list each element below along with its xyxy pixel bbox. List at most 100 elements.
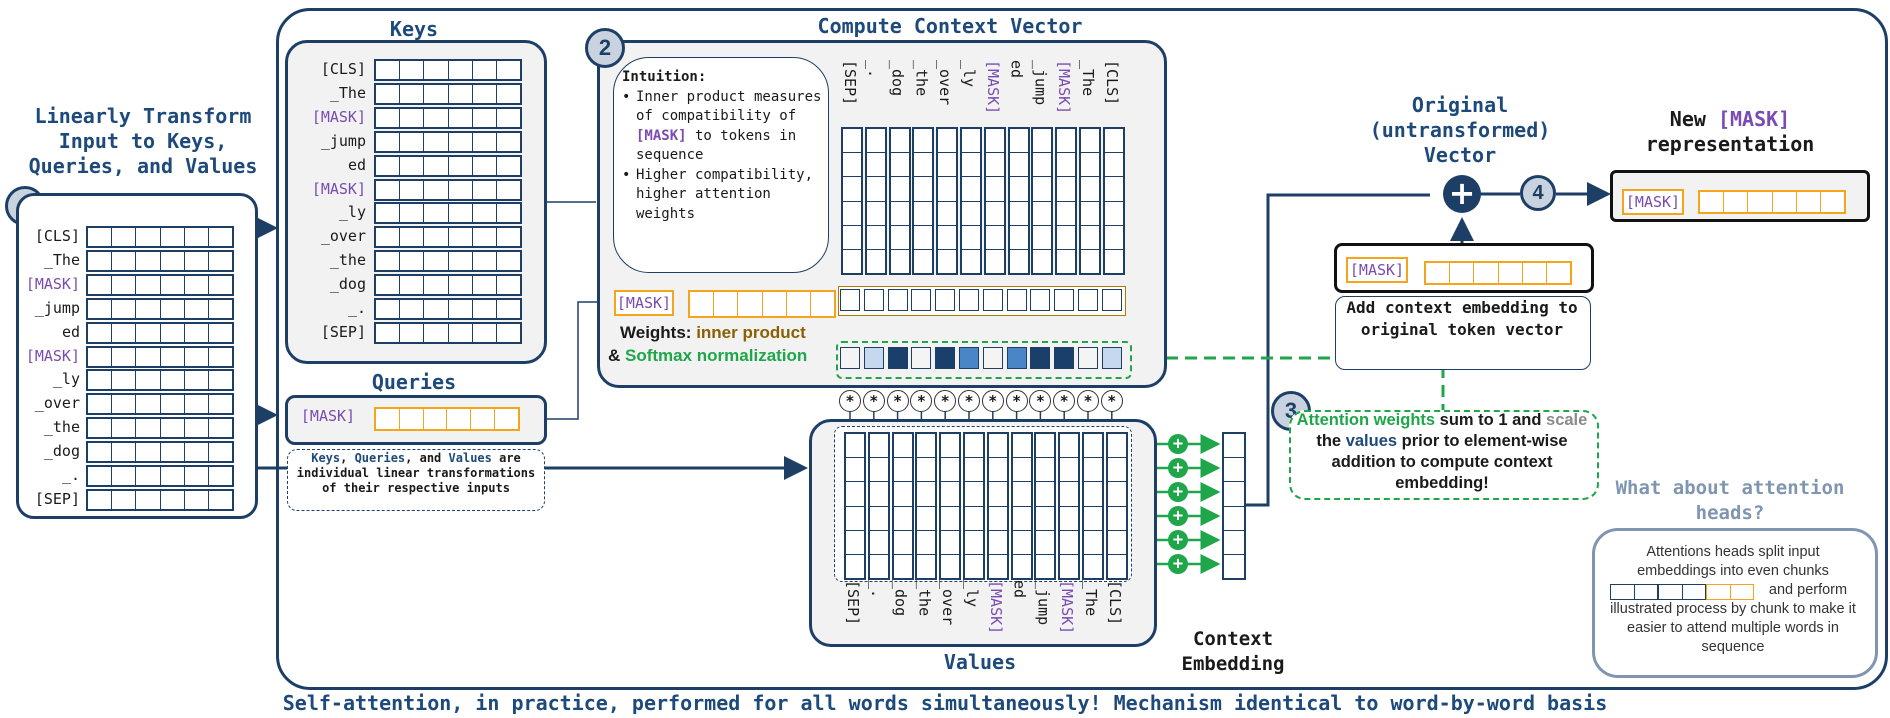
- dot-product-cell: [1101, 289, 1122, 311]
- compute-key-column: [1055, 127, 1078, 275]
- input-token-label: [CLS]: [34, 227, 80, 245]
- value-column: [1058, 432, 1081, 580]
- intuition-text: Intuition: •Inner product measures of co…: [622, 68, 822, 224]
- compute-key-column: [936, 127, 959, 275]
- footer-text: Self-attention, in practice, performed f…: [282, 691, 1608, 715]
- heads-chunk-3: [1706, 584, 1754, 600]
- key-token-label: _ly: [338, 203, 366, 222]
- input-token-vector: [86, 465, 234, 487]
- value-column: [1105, 432, 1128, 580]
- input-token-vector: [86, 393, 234, 416]
- intuition-bubble: [613, 57, 829, 273]
- weights-label-line2: & Softmax normalization: [608, 345, 807, 367]
- key-token-label: _the: [329, 251, 366, 270]
- compute-key-label: _dog: [888, 60, 907, 97]
- dot-product-cell: [959, 289, 979, 311]
- multiply-icon: *: [1100, 390, 1123, 412]
- compute-key-label: _the: [912, 60, 931, 97]
- kqv-comma2: , and: [405, 451, 449, 465]
- key-token-vector: [374, 59, 522, 81]
- weights-label-line1: Weights: inner product: [620, 322, 806, 344]
- key-token-vector: [374, 202, 522, 225]
- new-mask-pre: New: [1669, 107, 1718, 131]
- weights-softmax: Softmax normalization: [625, 346, 808, 365]
- weights-amp: &: [608, 346, 625, 365]
- left-title: Linearly Transform Input to Keys, Querie…: [28, 104, 258, 178]
- heads-chunk-2: [1658, 584, 1706, 600]
- input-token-label: _dog: [43, 442, 80, 461]
- key-token-vector: [374, 106, 522, 129]
- value-token-label: [SEP]: [844, 580, 862, 626]
- queries-vector: [374, 407, 520, 431]
- dot-product-cell: [982, 289, 1003, 311]
- key-token-vector: [374, 274, 522, 297]
- compute-key-label: [CLS]: [1102, 60, 1121, 106]
- weights-inner: inner product: [696, 323, 806, 342]
- compute-key-column: [960, 127, 982, 275]
- new-mask-post: representation: [1645, 132, 1815, 156]
- step3-scale: scale: [1546, 411, 1588, 429]
- new-mask-tag: [MASK]: [1622, 189, 1684, 215]
- dot-product-cell: [1054, 289, 1075, 311]
- step-2-badge: 2: [585, 28, 625, 68]
- value-token-label: _dog: [891, 580, 910, 617]
- add-context-box: [1335, 296, 1591, 370]
- key-token-vector: [374, 82, 522, 105]
- kqv-keys: Keys: [311, 451, 341, 465]
- original-token-vector: [1424, 261, 1572, 285]
- intuition-b1b: to tokens in sequence: [636, 127, 797, 164]
- input-token-label: _jump: [34, 298, 80, 317]
- attention-weight-cell: [1101, 347, 1122, 369]
- kqv-queries: Queries: [354, 451, 406, 465]
- input-token-label: _over: [34, 394, 80, 413]
- compute-key-label: ed: [1007, 60, 1026, 79]
- step3-values: values: [1345, 432, 1398, 450]
- step3-t3: prior to element-wise addition to comput…: [1331, 432, 1568, 492]
- value-column: [986, 432, 1009, 580]
- attention-weight-cell: [1006, 347, 1027, 369]
- attention-weight-cell: [982, 347, 1003, 369]
- key-token-label: [MASK]: [311, 107, 366, 126]
- attention-weight-cell: [1054, 347, 1075, 369]
- input-token-label: [MASK]: [25, 274, 80, 293]
- compute-key-column: [1031, 127, 1054, 275]
- attention-weight-cell: [863, 347, 884, 369]
- keys-title: Keys: [389, 17, 439, 41]
- new-mask-mask: [MASK]: [1717, 107, 1791, 131]
- plus-icon: +: [1168, 434, 1188, 454]
- multiply-icon: *: [934, 390, 957, 412]
- attention-weight-cell: [887, 347, 908, 369]
- plus-icon: +: [1168, 554, 1188, 574]
- queries-title: Queries: [371, 370, 457, 394]
- compute-query-vector: [688, 290, 836, 318]
- intuition-b1a: Inner product measures of compatibility …: [636, 88, 822, 125]
- key-token-label: _.: [347, 299, 366, 317]
- compute-key-label: [MASK]: [983, 60, 1002, 115]
- key-token-vector: [374, 130, 522, 153]
- value-column: [939, 432, 962, 580]
- value-column: [1082, 432, 1104, 580]
- plus-icon: +: [1168, 482, 1188, 502]
- context-embedding-label: Context Embedding: [1181, 628, 1285, 675]
- dot-product-cell: [911, 289, 932, 311]
- input-token-vector: [86, 369, 234, 392]
- multiply-icon: *: [1077, 390, 1099, 412]
- value-token-label: [MASK]: [986, 580, 1005, 635]
- input-token-vector: [86, 488, 234, 511]
- key-token-vector: [374, 226, 522, 249]
- key-token-vector: [374, 250, 522, 273]
- heads-answer-2: and perform illustrated process by chunk…: [1610, 582, 1856, 655]
- context-embedding-vector: [1222, 432, 1246, 580]
- input-token-label: [SEP]: [34, 489, 80, 508]
- compute-key-column: [841, 127, 863, 275]
- add-context-text: Add context embedding to original token …: [1346, 298, 1578, 339]
- attention-weight-cell: [1030, 347, 1051, 369]
- key-token-vector: [374, 178, 522, 201]
- plus-icon: +: [1168, 506, 1188, 526]
- compute-key-column: [864, 127, 887, 275]
- kqv-note: [287, 449, 545, 511]
- new-token-vector: [1698, 190, 1846, 214]
- input-token-label: _.: [61, 466, 80, 484]
- heads-chunks: [1610, 584, 1754, 600]
- value-column: [1034, 432, 1057, 580]
